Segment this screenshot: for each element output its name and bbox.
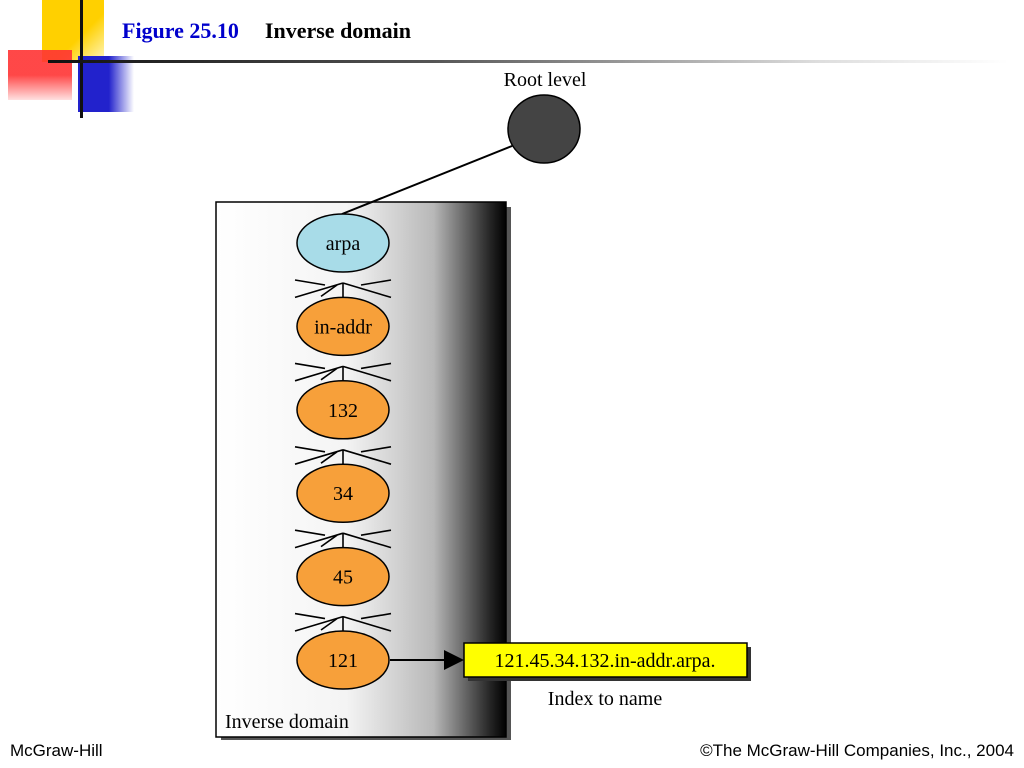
node-132 <box>296 380 390 440</box>
result-label: 121.45.34.132.in-addr.arpa. <box>494 650 715 672</box>
figure-label: Figure 25.10 <box>122 18 239 43</box>
connector-line <box>360 529 392 536</box>
connector-line <box>360 279 392 286</box>
title-text: Inverse domain <box>264 18 411 43</box>
box-label: Inverse domain <box>225 711 349 733</box>
footer-copyright: ©The McGraw-Hill Companies, Inc., 2004 <box>700 741 1014 760</box>
node-label-arpa: arpa <box>326 233 361 255</box>
root-node <box>507 94 581 164</box>
root-level-label: Root level <box>504 69 587 91</box>
node-34 <box>296 463 390 523</box>
connector-line <box>294 362 326 370</box>
connector-line <box>294 532 344 549</box>
connector-line <box>342 532 392 549</box>
connector-line <box>294 449 344 465</box>
connector-line <box>360 612 392 620</box>
result-box <box>463 642 748 678</box>
node-label-132: 132 <box>328 400 358 422</box>
connector-line <box>320 534 338 548</box>
domain-nodes: arpa in-addr 132 34 45 121 <box>296 213 390 690</box>
node-label-in-addr: in-addr <box>314 316 372 338</box>
node-121 <box>296 630 390 690</box>
connector-line <box>294 612 326 620</box>
connector-line <box>320 451 338 464</box>
node-label-45: 45 <box>333 567 353 589</box>
node-arpa <box>296 213 390 273</box>
connector-line <box>320 617 338 631</box>
connector-line <box>342 282 392 299</box>
root-to-arpa-edge <box>341 145 513 215</box>
footer-publisher: McGraw-Hill <box>10 741 103 760</box>
deco-blue-square <box>78 56 134 112</box>
connector-line <box>342 615 392 632</box>
connector-line <box>320 284 338 298</box>
slide-title: Figure 25.10 Inverse domain <box>122 18 411 44</box>
connector-line <box>294 282 344 299</box>
connector-line <box>294 615 344 632</box>
deco-horizontal-rule <box>48 60 1008 63</box>
inverse-domain-diagram: Root level arpa in-addr 132 34 45 121 121.45.… <box>215 69 751 740</box>
connector-line <box>342 365 392 382</box>
deco-vertical-line <box>80 0 83 118</box>
result-caption: Index to name <box>548 688 663 710</box>
connector-line <box>320 367 338 381</box>
deco-red-square <box>8 50 72 100</box>
connector-line <box>294 446 326 453</box>
node-connectors <box>294 279 392 632</box>
node-label-121: 121 <box>328 650 358 672</box>
connector-line <box>294 365 344 382</box>
node-in-addr <box>296 296 390 357</box>
connector-line <box>360 446 392 453</box>
node-label-34: 34 <box>333 483 353 505</box>
connector-line <box>294 529 326 536</box>
connector-line <box>294 279 326 286</box>
connector-line <box>342 449 392 465</box>
connector-line <box>360 362 392 370</box>
node-45 <box>296 546 390 607</box>
